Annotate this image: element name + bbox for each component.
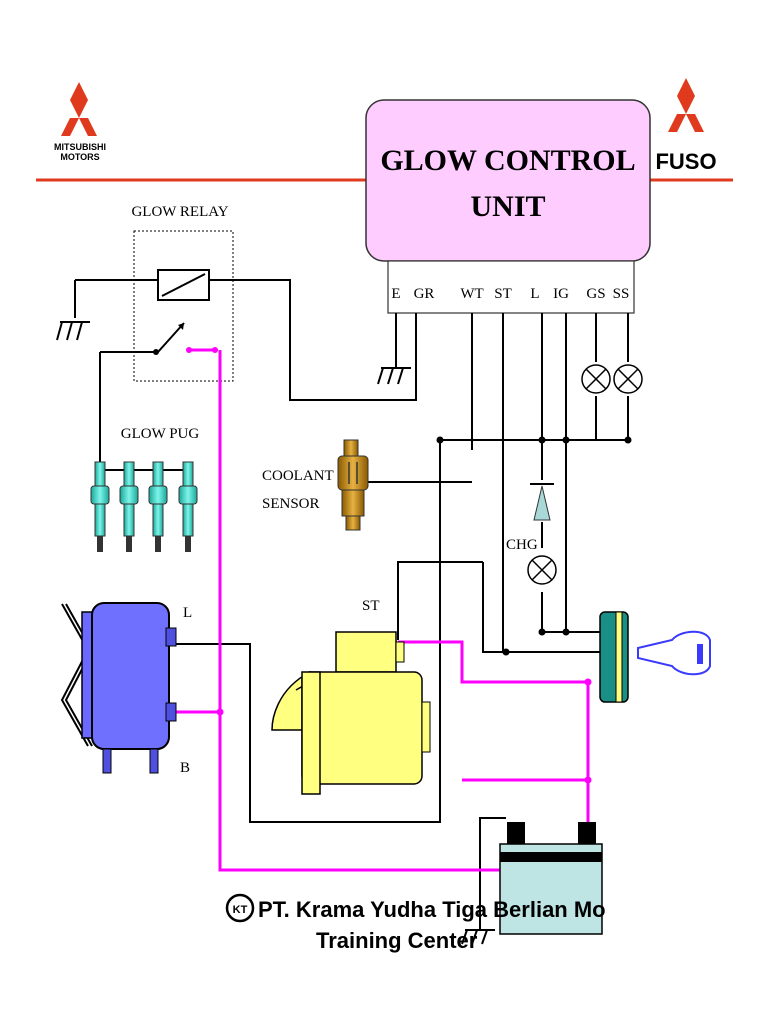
starter-motor: ST	[271, 598, 431, 795]
alternator-l-label: L	[183, 605, 192, 621]
glow-relay: GLOW RELAY	[131, 204, 234, 382]
terminal-l: L	[530, 286, 539, 302]
ground-symbol-relay	[56, 321, 90, 341]
alternator-b-label: B	[180, 760, 190, 776]
lamp-chg-icon	[527, 555, 557, 585]
lamp-ss-icon	[613, 364, 643, 394]
alternator: L B	[60, 602, 192, 776]
glow-relay-label: GLOW RELAY	[131, 204, 228, 220]
battery-icon	[499, 822, 603, 935]
lamp-gs-icon	[581, 364, 611, 394]
fuso-logo-text: FUSO	[655, 149, 716, 174]
key-icon	[637, 630, 711, 676]
ignition-switch	[599, 611, 711, 703]
terminal-ss: SS	[613, 286, 630, 302]
terminal-ig: IG	[553, 286, 569, 302]
company-name: PT. Krama Yudha Tiga Berlian Mo	[258, 897, 606, 922]
terminal-gs: GS	[586, 286, 605, 302]
ground-symbol-battery	[461, 929, 495, 945]
glow-control-unit: GLOW CONTROL UNIT	[365, 99, 651, 262]
mitsubishi-logo-line1: MITSUBISHI	[54, 142, 106, 152]
control-unit-title-line1: GLOW CONTROL	[380, 144, 635, 177]
alternator-icon	[60, 602, 177, 774]
power-wiring	[172, 348, 592, 872]
company-logo-text: KT	[233, 904, 248, 916]
terminal-e: E	[391, 286, 400, 302]
ground-symbol-control-unit	[377, 367, 411, 385]
signal-wiring	[74, 279, 629, 930]
glow-plug-label: GLOW PUG	[121, 426, 200, 442]
control-unit-title-line2: UNIT	[470, 190, 545, 223]
terminal-wt: WT	[460, 286, 483, 302]
coolant-sensor-label-line2: SENSOR	[262, 496, 320, 512]
mitsubishi-logo-line2: MOTORS	[60, 152, 99, 162]
battery	[499, 822, 603, 935]
glow-plugs: GLOW PUG	[90, 426, 200, 552]
starter-label: ST	[362, 598, 380, 614]
starter-motor-icon	[271, 631, 431, 795]
coolant-sensor: COOLANT SENSOR	[262, 439, 369, 531]
glow-plug-4-icon	[178, 461, 198, 552]
fuso-logo: FUSO	[655, 78, 717, 174]
diode-icon	[530, 480, 554, 522]
glow-plug-1-icon	[90, 461, 110, 552]
mitsubishi-logo: MITSUBISHI MOTORS	[54, 82, 106, 162]
company-logo-icon: KT	[225, 893, 255, 923]
terminal-st: ST	[494, 286, 512, 302]
terminal-gr: GR	[414, 286, 435, 302]
junction-dots	[436, 436, 632, 656]
coolant-sensor-label-line1: COOLANT	[262, 468, 334, 484]
terminal-strip	[387, 260, 635, 314]
training-center-label: Training Center	[316, 928, 478, 953]
glow-plug-3-icon	[148, 461, 168, 552]
chg-label: CHG	[506, 537, 538, 553]
glow-plug-2-icon	[119, 461, 139, 552]
ignition-switch-icon	[599, 611, 629, 703]
coolant-sensor-icon	[337, 439, 369, 531]
footer: KT PT. Krama Yudha Tiga Berlian Mo Train…	[225, 893, 606, 953]
